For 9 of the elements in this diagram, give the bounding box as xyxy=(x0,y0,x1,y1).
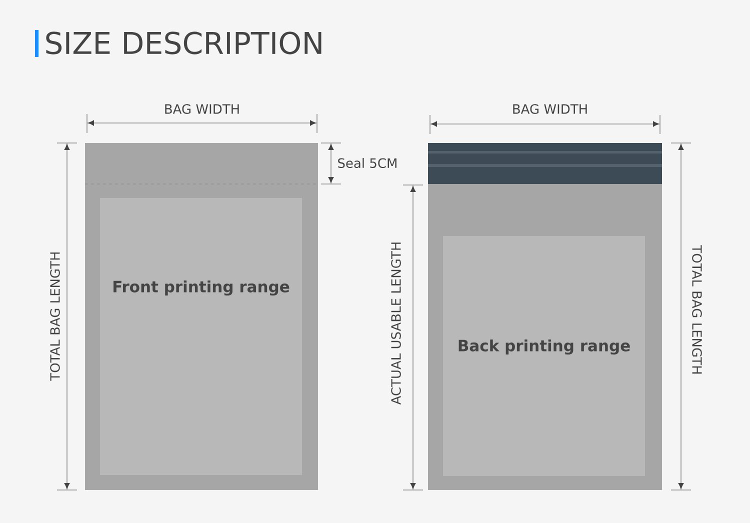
printing-area: Front printing range xyxy=(100,198,302,475)
dimension-label: BAG WIDTH xyxy=(513,104,587,114)
dimension-label: TOTAL BAG LENGTH xyxy=(692,245,702,374)
dimension-label: ACTUAL USABLE LENGTH xyxy=(391,242,401,405)
printing-area: Back printing range xyxy=(443,236,645,476)
title: SIZE DESCRIPTION xyxy=(46,32,322,54)
dimension-label: Seal 5CM xyxy=(338,158,396,168)
dimension-label: TOTAL BAG LENGTH xyxy=(50,252,60,381)
dimension-label: BAG WIDTH xyxy=(165,104,239,114)
